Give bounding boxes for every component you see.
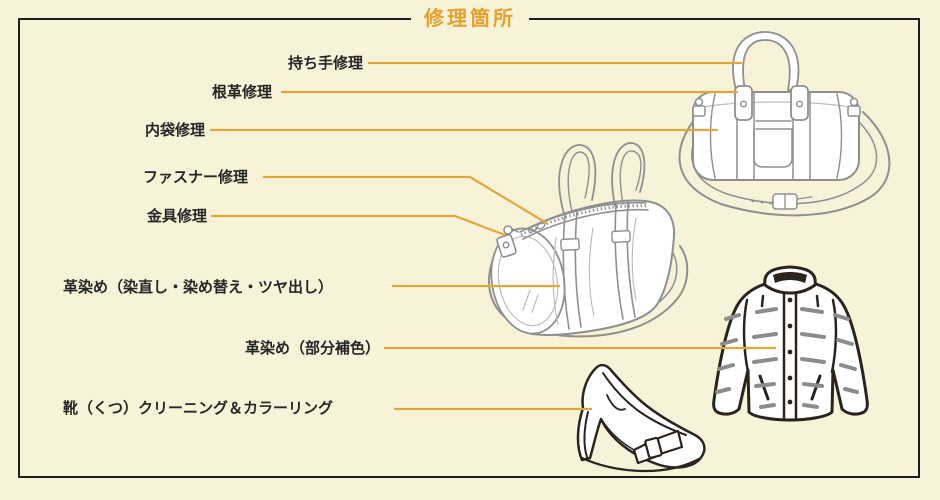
label-inner-lining-repair: 内袋修理 [144,121,205,139]
high-heel-pump-illustration [576,363,706,473]
duffel-bag-illustration [488,142,689,338]
down-jacket-illustration [712,265,869,422]
label-leather-dye-full: 革染め（染直し・染め替え・ツヤ出し） [63,278,334,296]
label-shoe-cleaning-coloring: 靴（くつ）クリーニング＆カラーリング [63,399,334,417]
label-zipper-repair: ファスナー修理 [142,168,248,186]
label-root-leather-repair: 根革修理 [211,83,272,101]
page-title: 修理箇所 [411,5,529,31]
label-handle-repair: 持ち手修理 [287,54,363,72]
label-leather-dye-partial: 革染め（部分補色） [244,339,380,357]
boston-bag-illustration [678,31,891,217]
label-metal-fitting-repair: 金具修理 [146,207,207,225]
